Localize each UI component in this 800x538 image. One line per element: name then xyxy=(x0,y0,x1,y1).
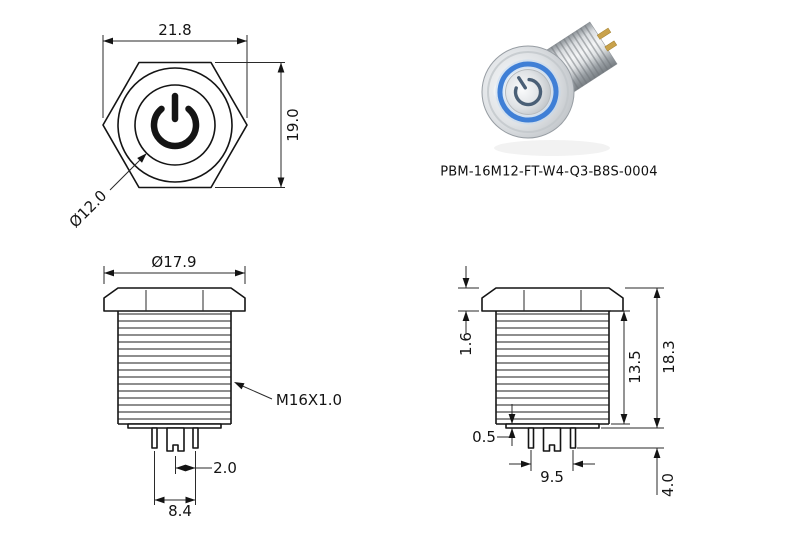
product-photo: PBM-16M12-FT-W4-Q3-B8S-0004 xyxy=(440,21,658,180)
dim-label-base-thickness: 0.5 xyxy=(472,428,496,446)
photo-pin xyxy=(604,40,618,52)
part-number: PBM-16M12-FT-W4-Q3-B8S-0004 xyxy=(440,165,657,180)
dimension-head-dia: Ø17.9 xyxy=(103,253,246,284)
thread-lines xyxy=(118,313,231,420)
dim-label-width: 21.8 xyxy=(158,21,191,39)
dimension-width: 21.8 xyxy=(102,21,248,118)
power-symbol xyxy=(150,92,200,150)
side-view-right: 1.6 13.5 18.3 0.5 xyxy=(457,266,678,497)
photo-bevel-ring xyxy=(487,50,569,133)
dim-label-pin-length: 4.0 xyxy=(659,473,677,497)
dim-label-button-dia: Ø12.0 xyxy=(66,187,111,232)
side-terminal-tab xyxy=(166,427,185,452)
dim-label-head-height: 1.6 xyxy=(457,332,475,356)
dim-label-head-dia: Ø17.9 xyxy=(151,253,196,271)
dimension-pin-span: 8.4 xyxy=(154,451,196,520)
dimension-overall-height: 18.3 xyxy=(601,287,678,429)
side-head-outline xyxy=(103,287,246,312)
hex-head-outline xyxy=(102,61,248,189)
side-pin-right xyxy=(192,427,199,449)
led-ring-circle xyxy=(134,84,216,166)
photo-power-symbol xyxy=(513,76,543,107)
bezel-circle xyxy=(117,67,233,183)
photo-led-ring xyxy=(497,61,559,123)
side-view-left: Ø17.9 M16X1.0 2.0 8.4 xyxy=(103,253,342,520)
dimension-pin-length: 4.0 xyxy=(577,447,677,497)
dimension-pin-spacing: 9.5 xyxy=(509,450,595,486)
dimension-thread-length: 13.5 xyxy=(611,310,644,425)
dim-label-pin-spacing: 9.5 xyxy=(540,468,564,486)
thread-spec-label: M16X1.0 xyxy=(276,391,342,409)
thread-lines xyxy=(496,313,609,420)
profile-thread-body xyxy=(495,311,610,425)
dimension-base-thickness: 0.5 xyxy=(472,404,516,446)
profile-pin-right xyxy=(569,427,577,449)
dimension-pin-gap: 2.0 xyxy=(175,451,237,505)
dim-label-overall-height: 18.3 xyxy=(660,340,678,373)
dimension-height: 19.0 xyxy=(215,62,302,188)
dimension-thread-spec: M16X1.0 xyxy=(234,382,342,409)
dim-label-height: 19.0 xyxy=(284,108,302,141)
photo-shadow xyxy=(494,140,610,156)
photo-plunger xyxy=(505,69,551,115)
dim-label-thread-length: 13.5 xyxy=(626,350,644,383)
profile-terminal-tab xyxy=(542,427,562,452)
profile-pin-left xyxy=(527,427,535,449)
dimension-head-height: 1.6 xyxy=(457,266,479,356)
dim-label-pin-gap: 2.0 xyxy=(213,459,237,477)
side-pin-left xyxy=(151,427,158,449)
dimension-button-dia: Ø12.0 xyxy=(66,153,147,231)
dim-label-pin-span: 8.4 xyxy=(168,502,192,520)
photo-pin xyxy=(596,27,612,40)
profile-head-outline xyxy=(481,287,624,312)
side-thread-body xyxy=(117,311,232,425)
front-view: 21.8 19.0 Ø12.0 xyxy=(66,21,302,231)
